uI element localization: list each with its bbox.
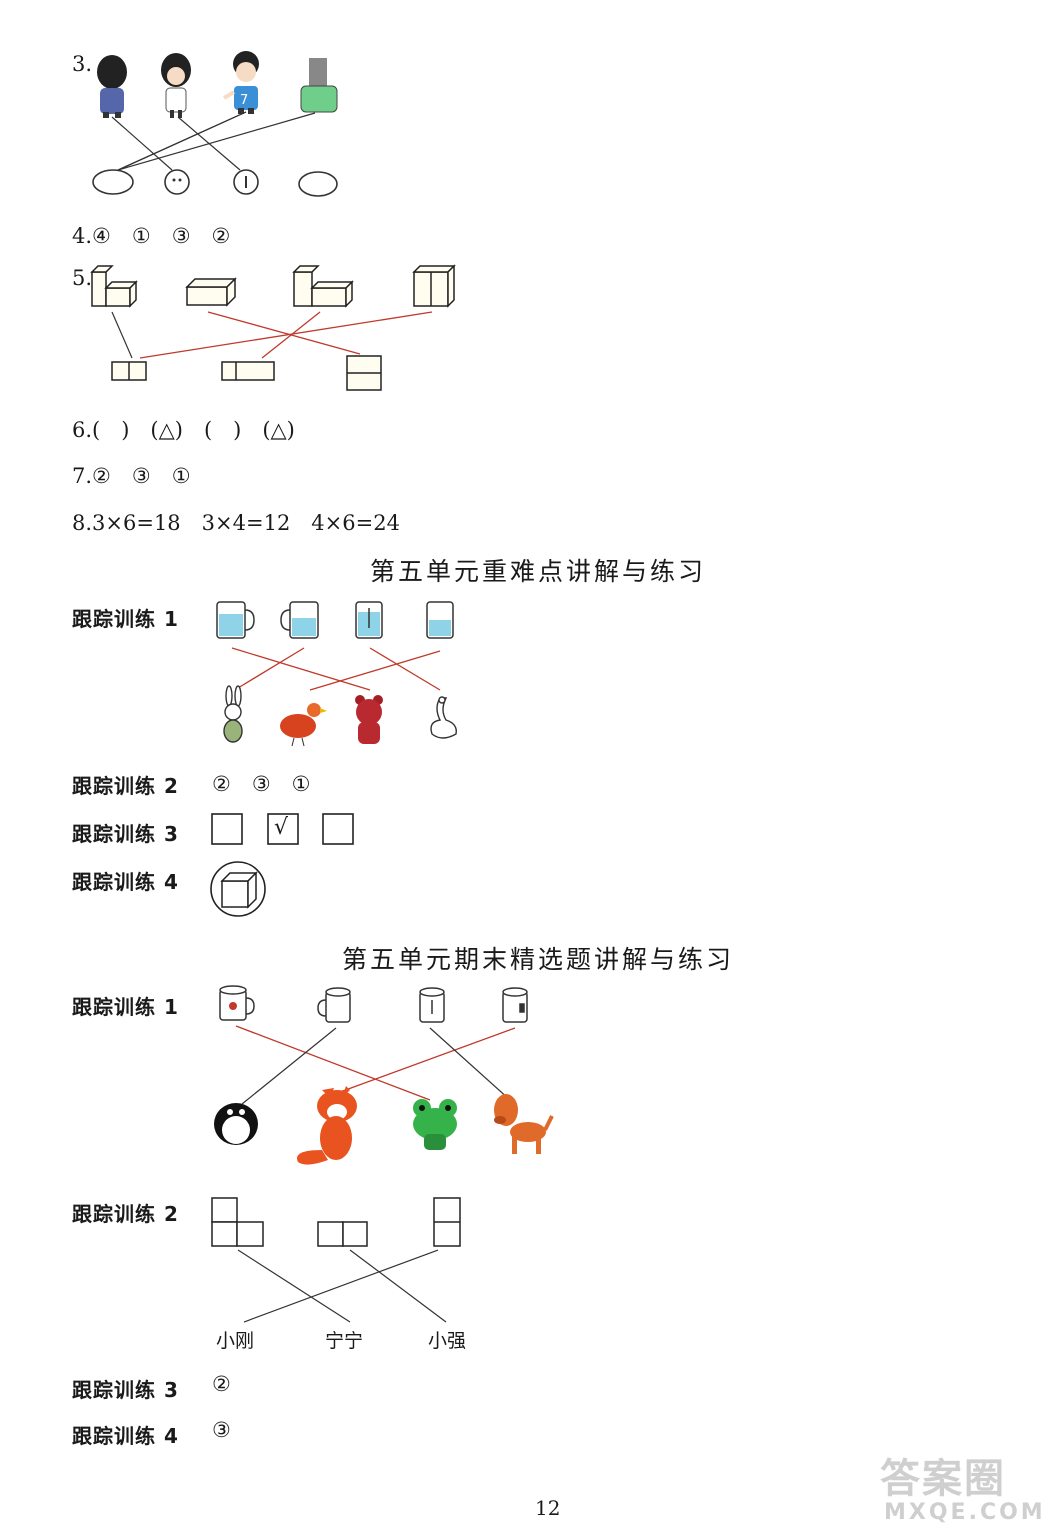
fox-icon — [297, 1086, 357, 1165]
mug-3-icon — [419, 987, 445, 1023]
cup-2-icon — [280, 601, 319, 639]
solid-4-icon — [412, 264, 456, 308]
cube-icon — [220, 871, 258, 909]
watermark-logo: 答案圈 — [880, 1456, 1006, 1502]
cup-4-icon — [426, 601, 454, 639]
hen-icon — [280, 703, 327, 747]
piggy-2-icon — [164, 169, 190, 195]
q5-match-lines — [139, 311, 433, 359]
q4-answer: 4.④ ① ③ ② — [72, 224, 231, 248]
cup-3-icon — [355, 601, 383, 639]
q7-answer: 7.② ③ ① — [72, 464, 191, 488]
s1-t1-label: 跟踪训练 1 — [72, 607, 179, 631]
page-number: 12 — [535, 1496, 561, 1520]
s1-t4-label: 跟踪训练 4 — [72, 870, 179, 894]
checkbox-2 — [267, 813, 299, 845]
goose-icon — [430, 696, 457, 739]
name-xiaoqiang: 小强 — [428, 1330, 467, 1352]
view-3-icon — [346, 355, 382, 391]
s2-t2-label: 跟踪训练 2 — [72, 1202, 179, 1226]
mug-1-icon — [219, 985, 255, 1021]
s2-t4-answer: ③ — [212, 1418, 231, 1442]
piggy-4-icon — [298, 171, 338, 197]
bear-icon — [355, 695, 383, 744]
piggy-1-icon — [92, 169, 134, 195]
penguin-icon — [214, 1103, 258, 1145]
name-xiaogang: 小刚 — [216, 1330, 255, 1352]
q5-number: 5. — [72, 266, 93, 290]
child-3-icon: 7 — [222, 51, 259, 114]
s2-t4-label: 跟踪训练 4 — [72, 1424, 179, 1448]
s1-t2-answer: ② ③ ① — [212, 772, 311, 796]
frog-icon — [413, 1099, 457, 1150]
svg-text:7: 7 — [240, 93, 248, 108]
name-ningning: 宁宁 — [325, 1330, 364, 1352]
watermark-url: MXQE.COM — [884, 1500, 1046, 1525]
s1-t2-label: 跟踪训练 2 — [72, 774, 179, 798]
view-a-icon — [211, 1197, 264, 1247]
q3-number: 3. — [72, 52, 93, 76]
q8-answer: 8.3×6=18 3×4=12 4×6=24 — [72, 511, 400, 535]
view-c-icon — [433, 1197, 461, 1247]
view-1-icon — [111, 361, 147, 381]
checkmark: √ — [274, 815, 289, 840]
circle-mark — [210, 861, 266, 917]
view-b-icon — [317, 1221, 368, 1247]
solid-3-icon — [292, 265, 354, 308]
checkbox-1 — [211, 813, 243, 845]
mug-2-icon — [317, 987, 351, 1023]
s2-t3-answer: ② — [212, 1372, 231, 1396]
solid-1-icon — [90, 265, 138, 308]
s2-t1-label: 跟踪训练 1 — [72, 995, 179, 1019]
section1-title: 第五单元重难点讲解与练习 — [370, 557, 707, 586]
cup-1-icon — [216, 601, 255, 639]
q3-match-lines — [111, 111, 316, 171]
child-2-icon — [161, 53, 191, 118]
q6-answer: 6.( ) (△) ( ) (△) — [72, 418, 295, 442]
s1-t3-label: 跟踪训练 3 — [72, 822, 179, 846]
s1-t1-match-lines — [231, 647, 441, 691]
solid-2-icon — [185, 277, 237, 307]
child-4-icon — [300, 58, 338, 113]
mug-4-icon — [502, 987, 528, 1023]
child-1-icon — [97, 55, 127, 118]
view-2-icon — [221, 361, 275, 381]
s2-t1-red-lines — [235, 1025, 516, 1101]
s2-t1-black-lines — [241, 1027, 511, 1105]
rabbit-icon — [223, 685, 243, 743]
section2-title: 第五单元期末精选题讲解与练习 — [342, 945, 735, 974]
s2-t2-match-lines — [237, 1249, 447, 1323]
dog-icon — [494, 1094, 554, 1154]
checkbox-3 — [322, 813, 354, 845]
s2-t3-label: 跟踪训练 3 — [72, 1378, 179, 1402]
